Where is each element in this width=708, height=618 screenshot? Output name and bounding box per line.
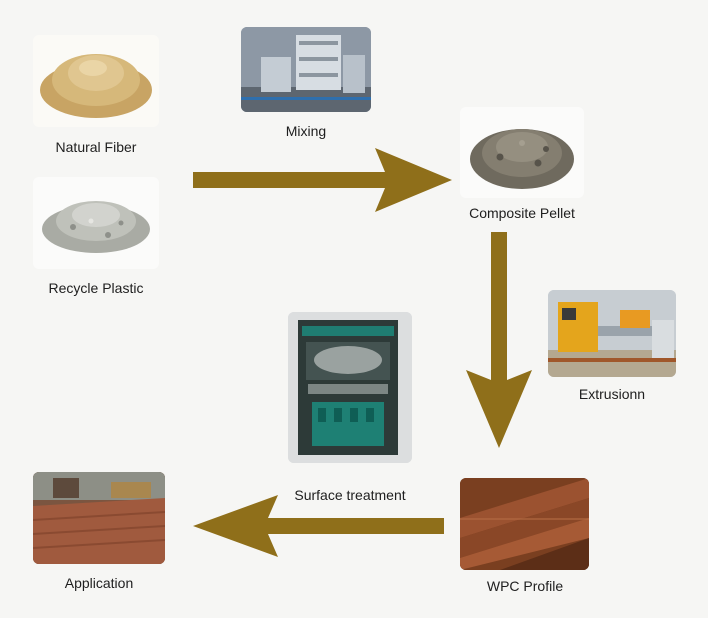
- wpc-profile-image: [460, 478, 589, 570]
- arrow-to-wpc-profile: [466, 232, 532, 448]
- recycle-plastic-label: Recycle Plastic: [48, 280, 144, 296]
- surface-treatment-image: [288, 312, 412, 463]
- natural-fiber-image: [33, 35, 159, 127]
- arrow-to-application: [193, 495, 444, 557]
- natural-fiber-label: Natural Fiber: [55, 139, 137, 155]
- mixing-label: Mixing: [285, 123, 327, 139]
- arrow-to-composite-pellet: [193, 148, 452, 212]
- mixing-image: [241, 27, 371, 112]
- composite-pellet-image: [460, 107, 584, 198]
- wpc-profile-label: WPC Profile: [486, 578, 564, 594]
- recycle-plastic-image: [33, 177, 159, 269]
- extrusion-image: [548, 290, 676, 377]
- application-image: [33, 472, 165, 564]
- composite-pellet-label: Composite Pellet: [469, 205, 575, 221]
- surface-treatment-label: Surface treatment: [294, 487, 406, 503]
- application-label: Application: [64, 575, 134, 591]
- extrusion-label: Extrusionn: [578, 386, 646, 402]
